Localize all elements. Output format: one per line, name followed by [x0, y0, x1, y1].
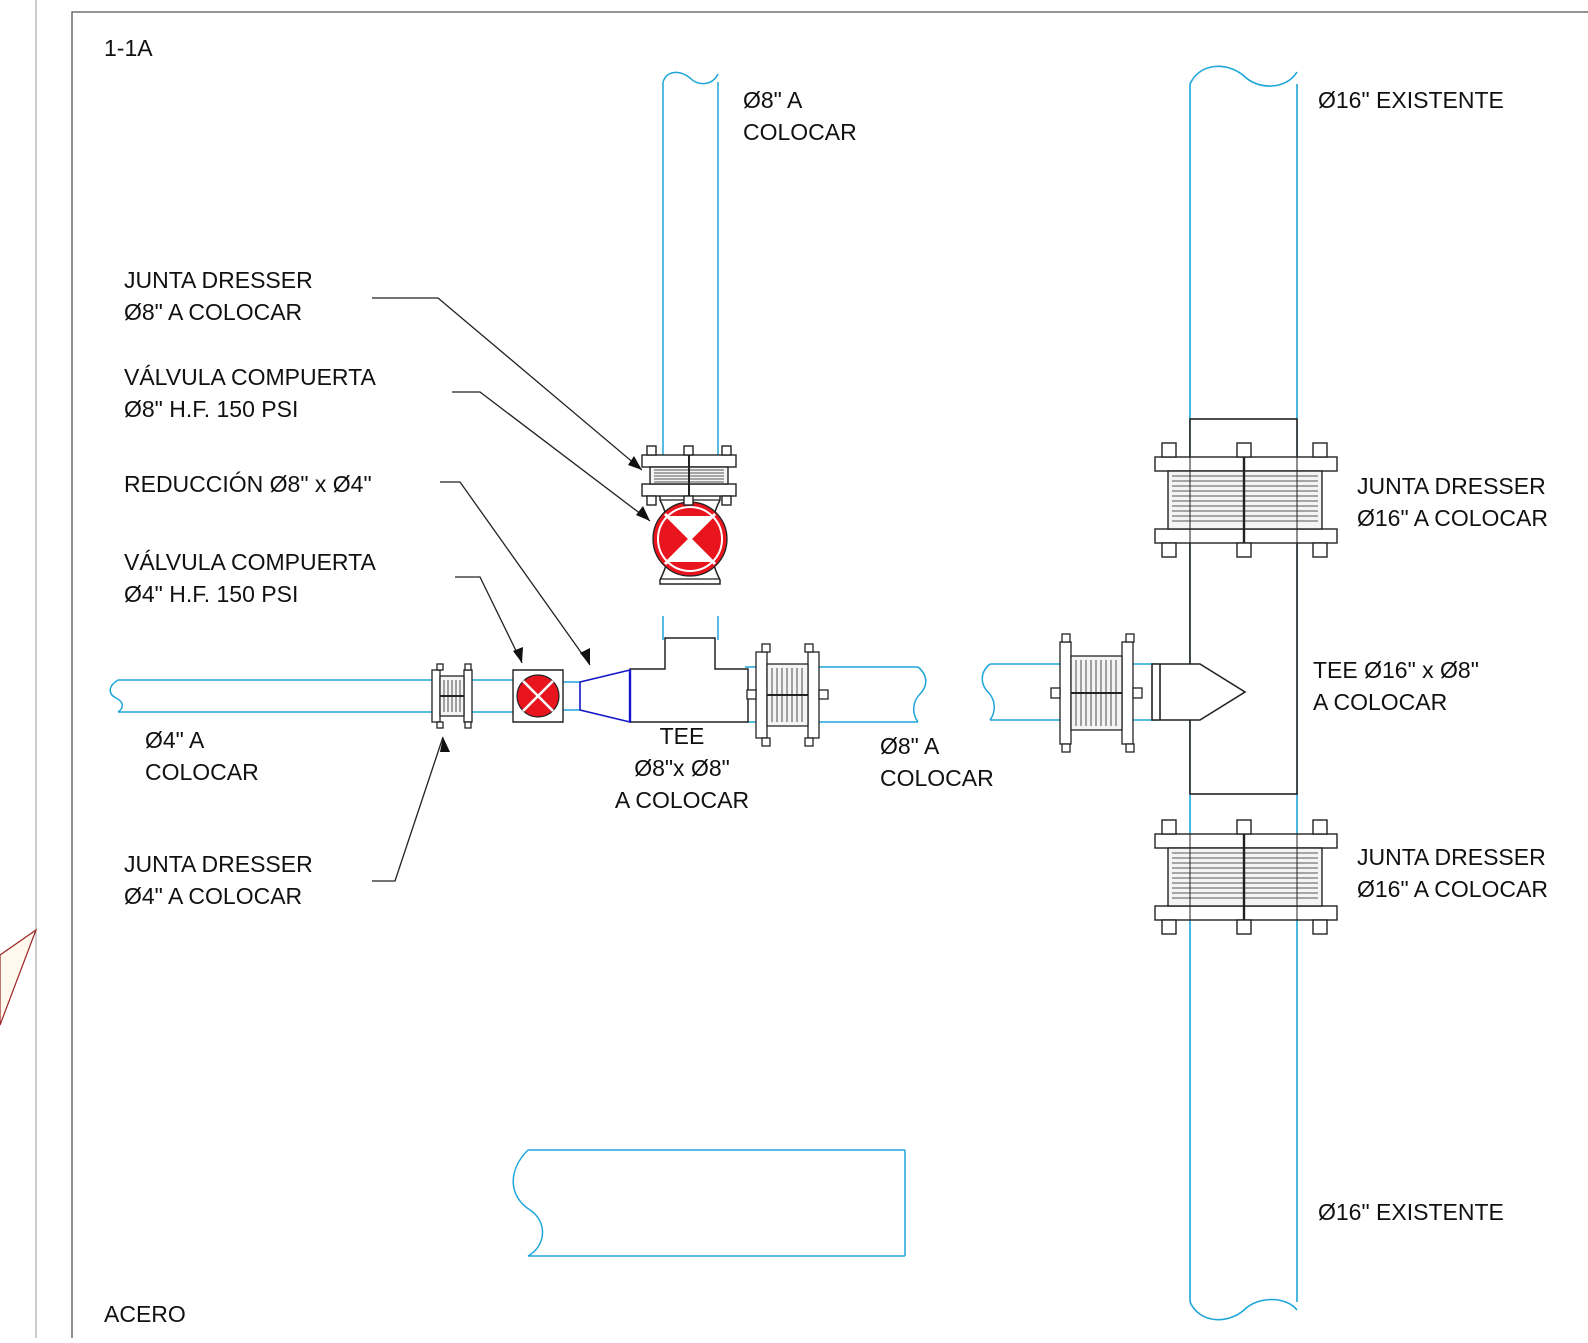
tee-8x8: [629, 637, 749, 723]
gate-valve-4: [512, 669, 564, 723]
label-pipe16-bottom: Ø16" EXISTENTE: [1318, 1199, 1504, 1225]
dresser-joint-8-branch: [1050, 633, 1143, 753]
label-pipe16-top: Ø16" EXISTENTE: [1318, 87, 1504, 113]
pipe-8-vertical-top: [662, 71, 719, 640]
view-id-label: 1-1A: [104, 35, 153, 61]
viewport-frame: [71, 11, 1588, 1338]
label-tee16: TEE Ø16" x Ø8"A COLOCAR: [1313, 657, 1479, 715]
reducer-8x4: [579, 668, 632, 724]
leader-arrowheads: [440, 456, 650, 752]
dresser-joint-4: [431, 663, 473, 729]
gate-valve-8: [652, 494, 728, 585]
dresser-joint-8-top: [641, 445, 737, 506]
left-wedge-shape: [0, 928, 38, 1026]
dresser-joint-16-bottom: [1154, 819, 1338, 935]
label-reducer: REDUCCIÓN Ø8" x Ø4": [124, 471, 372, 497]
material-note: ACERO: [104, 1301, 186, 1327]
dresser-joint-8-right: [746, 643, 829, 747]
leader-lines: [372, 297, 651, 882]
pipe-4-horizontal: [109, 679, 580, 713]
dresser-joint-16-top: [1154, 442, 1338, 558]
pipe-detail-bottom: [512, 1149, 906, 1257]
